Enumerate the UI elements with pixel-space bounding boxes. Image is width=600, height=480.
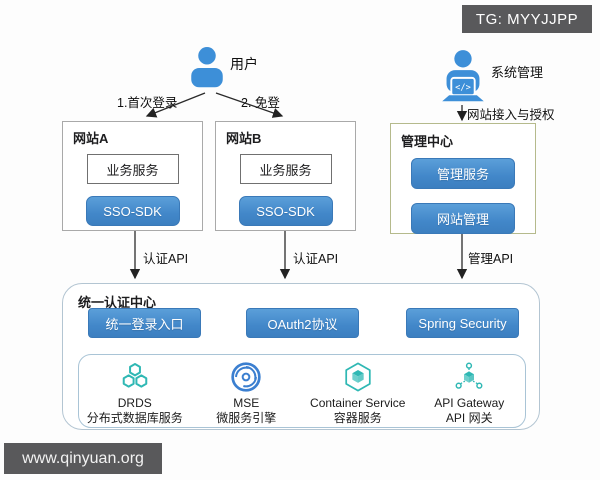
watermark-badge: www.qinyuan.org xyxy=(4,443,162,474)
infra-item-container: Container Service 容器服务 xyxy=(302,361,414,426)
site-b-title: 网站B xyxy=(226,131,262,146)
infra-item-api-gateway: API Gateway API 网关 xyxy=(414,361,526,426)
admin-service-button: 管理服务 xyxy=(411,158,515,189)
infra-name: MSE xyxy=(233,396,260,410)
flow-auth-api-a: 认证API xyxy=(143,252,189,266)
flow-auth-api-b: 认证API xyxy=(293,252,339,266)
watermark-text: www.qinyuan.org xyxy=(22,449,144,467)
infra-desc: 容器服务 xyxy=(333,411,382,425)
site-b-business-service: 业务服务 xyxy=(239,154,332,184)
unified-login-button: 统一登录入口 xyxy=(88,308,201,338)
container-cube-icon xyxy=(345,362,371,392)
site-a-business-service: 业务服务 xyxy=(86,154,179,184)
site-manage-button: 网站管理 xyxy=(411,203,515,234)
flow-site-access: 网站接入与授权 xyxy=(467,108,555,122)
auth-center-title: 统一认证中心 xyxy=(78,295,157,310)
tg-badge-text: TG: MYYJJPP xyxy=(475,10,579,28)
infrastructure-box: DRDS 分布式数据库服务 MSE 微服务引擎 xyxy=(78,354,526,428)
user-label: 用户 xyxy=(230,56,258,72)
infra-name: DRDS xyxy=(117,396,152,410)
site-a-box: 网站A 业务服务 SSO-SDK xyxy=(62,121,203,231)
api-gateway-icon xyxy=(455,362,483,389)
flow-admin-api: 管理API xyxy=(468,252,514,266)
site-a-sso-sdk: SSO-SDK xyxy=(85,196,180,226)
system-admin-icon: </> xyxy=(442,50,484,102)
site-b-box: 网站B 业务服务 SSO-SDK xyxy=(215,121,356,231)
auth-center-box: 统一认证中心 统一登录入口 OAuth2协议 Spring Security D… xyxy=(62,283,540,430)
admin-center-title: 管理中心 xyxy=(401,134,454,149)
admin-center-box: 管理中心 管理服务 网站管理 xyxy=(390,123,536,234)
spring-security-button: Spring Security xyxy=(406,308,519,338)
laptop-code-glyph: </> xyxy=(455,83,471,93)
infra-item-mse: MSE 微服务引擎 xyxy=(191,361,303,426)
tg-badge: TG: MYYJJPP xyxy=(462,5,592,33)
oauth2-button: OAuth2协议 xyxy=(246,308,359,338)
site-a-title: 网站A xyxy=(73,131,109,146)
user-icon xyxy=(191,47,223,88)
infra-desc: 分布式数据库服务 xyxy=(86,411,183,425)
drds-hexagons-icon xyxy=(122,363,148,388)
infra-item-drds: DRDS 分布式数据库服务 xyxy=(79,361,191,426)
infra-desc: 微服务引擎 xyxy=(216,411,277,425)
mse-spiral-icon xyxy=(231,362,261,392)
site-b-sso-sdk: SSO-SDK xyxy=(238,196,333,226)
flow-sso-login: 2. 免登 xyxy=(241,96,280,110)
infra-name: Container Service xyxy=(310,396,406,410)
flow-first-login: 1.首次登录 xyxy=(117,96,178,110)
infra-name: API Gateway xyxy=(434,396,505,410)
admin-label: 系统管理 xyxy=(491,65,544,80)
infra-desc: API 网关 xyxy=(445,411,493,425)
